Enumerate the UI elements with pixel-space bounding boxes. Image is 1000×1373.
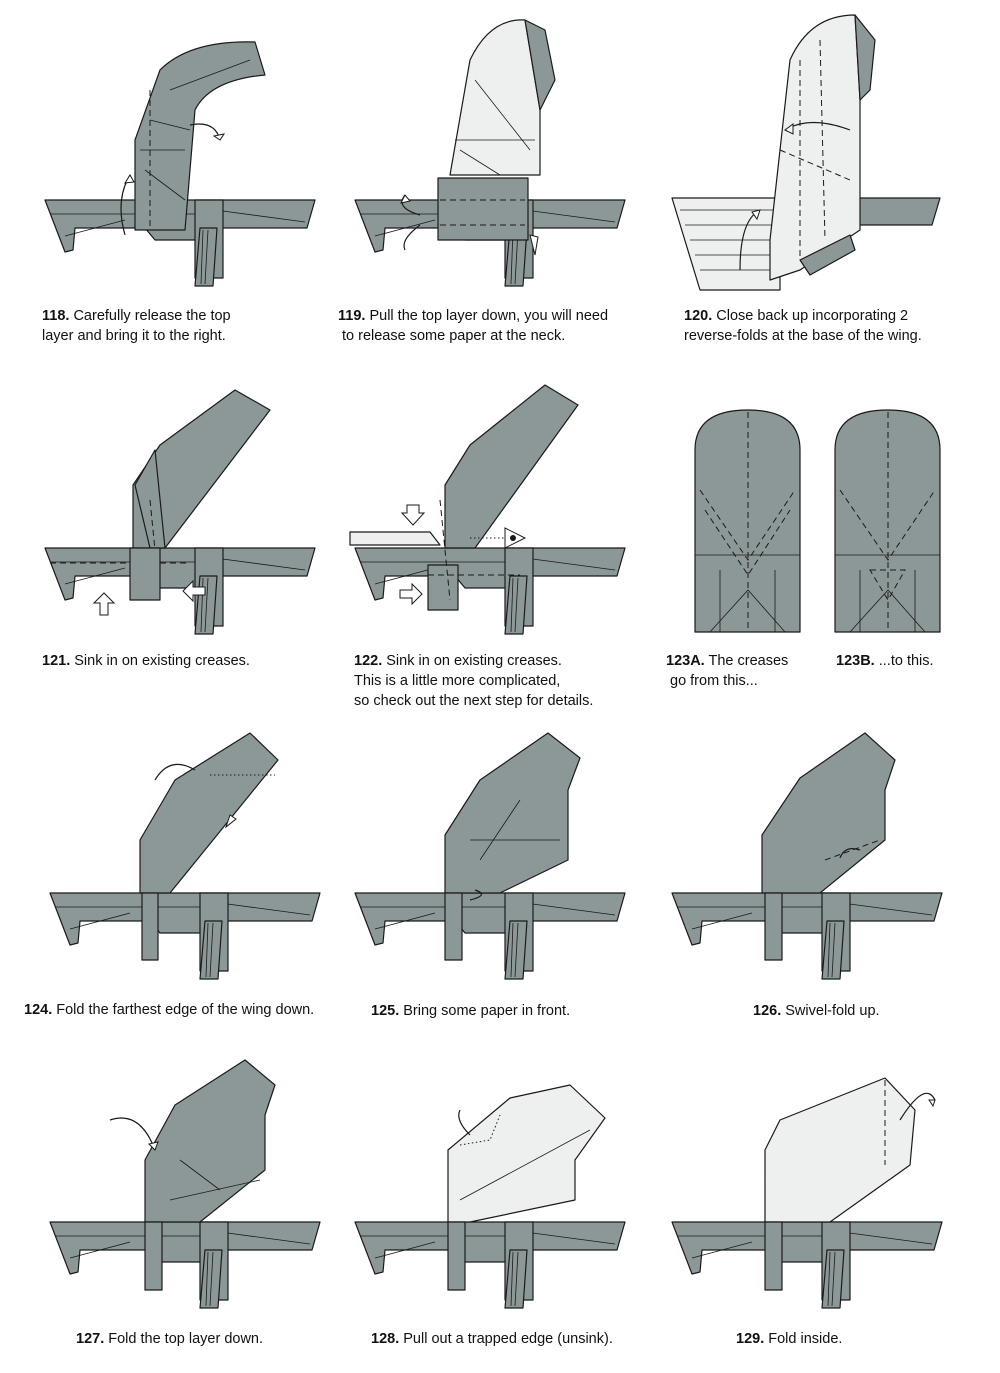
caption-line: so check out the next step for details. bbox=[354, 693, 594, 709]
step-123b-caption: 123B. ...to this. bbox=[836, 651, 934, 671]
caption-line: Fold the top layer down. bbox=[108, 1331, 264, 1347]
step-123b-figure bbox=[834, 409, 941, 633]
step-126-figure bbox=[671, 732, 943, 980]
caption-line: The creases bbox=[708, 653, 789, 669]
step-number: 124. bbox=[24, 1002, 53, 1018]
step-120-caption: 120. Close back up incorporating 2 rever… bbox=[684, 306, 922, 346]
step-124-caption: 124. Fold the farthest edge of the wing … bbox=[24, 1000, 314, 1020]
caption-line: This is a little more complicated, bbox=[354, 673, 561, 689]
step-120-figure bbox=[671, 14, 941, 291]
step-129-figure bbox=[671, 1077, 943, 1309]
caption-line: reverse-folds at the base of the wing. bbox=[684, 328, 922, 344]
step-128-figure bbox=[354, 1084, 626, 1309]
step-number: 125. bbox=[371, 1003, 400, 1019]
step-number: 127. bbox=[76, 1331, 105, 1347]
caption-line: Bring some paper in front. bbox=[403, 1003, 571, 1019]
step-number: 118. bbox=[42, 308, 70, 324]
step-number: 126. bbox=[753, 1003, 782, 1019]
step-129-caption: 129. Fold inside. bbox=[736, 1329, 842, 1349]
caption-line: layer and bring it to the right. bbox=[42, 328, 226, 344]
caption-line: Close back up incorporating 2 bbox=[716, 308, 909, 324]
step-125-caption: 125. Bring some paper in front. bbox=[371, 1001, 570, 1021]
step-118-caption: 118. Carefully release the top layer and… bbox=[42, 306, 231, 346]
step-121-caption: 121. Sink in on existing creases. bbox=[42, 651, 250, 671]
caption-line: ...to this. bbox=[878, 653, 934, 669]
step-number: 123B. bbox=[836, 653, 875, 669]
caption-line: Fold inside. bbox=[768, 1331, 843, 1347]
step-127-caption: 127. Fold the top layer down. bbox=[76, 1329, 263, 1349]
caption-line: Swivel-fold up. bbox=[785, 1003, 880, 1019]
step-number: 119. bbox=[338, 308, 366, 324]
step-127-figure bbox=[49, 1059, 321, 1309]
step-126-caption: 126. Swivel-fold up. bbox=[753, 1001, 880, 1021]
step-123a-figure bbox=[694, 409, 801, 633]
step-119-caption: 119. Pull the top layer down, you will n… bbox=[338, 306, 608, 346]
caption-line: to release some paper at the neck. bbox=[342, 328, 566, 344]
step-123a-caption: 123A. The creases go from this... bbox=[666, 651, 788, 691]
caption-line: Pull out a trapped edge (unsink). bbox=[403, 1331, 613, 1347]
step-119-figure bbox=[354, 19, 626, 287]
caption-line: Pull the top layer down, you will need bbox=[369, 308, 609, 324]
step-number: 122. bbox=[354, 653, 383, 669]
step-122-figure bbox=[349, 384, 626, 635]
step-122-caption: 122. Sink in on existing creases. This i… bbox=[354, 651, 593, 711]
step-121-figure bbox=[44, 389, 316, 635]
step-118-figure bbox=[44, 41, 316, 287]
step-128-caption: 128. Pull out a trapped edge (unsink). bbox=[371, 1329, 613, 1349]
caption-line: Sink in on existing creases. bbox=[386, 653, 562, 669]
step-124-figure bbox=[49, 732, 321, 980]
step-number: 120. bbox=[684, 308, 713, 324]
caption-line: Carefully release the top bbox=[73, 308, 231, 324]
caption-line: go from this... bbox=[670, 673, 758, 689]
caption-line: Fold the farthest edge of the wing down. bbox=[56, 1002, 315, 1018]
step-number: 123A. bbox=[666, 653, 705, 669]
step-number: 121. bbox=[42, 653, 71, 669]
caption-line: Sink in on existing creases. bbox=[74, 653, 250, 669]
step-125-figure bbox=[354, 732, 626, 980]
step-number: 128. bbox=[371, 1331, 400, 1347]
step-number: 129. bbox=[736, 1331, 765, 1347]
